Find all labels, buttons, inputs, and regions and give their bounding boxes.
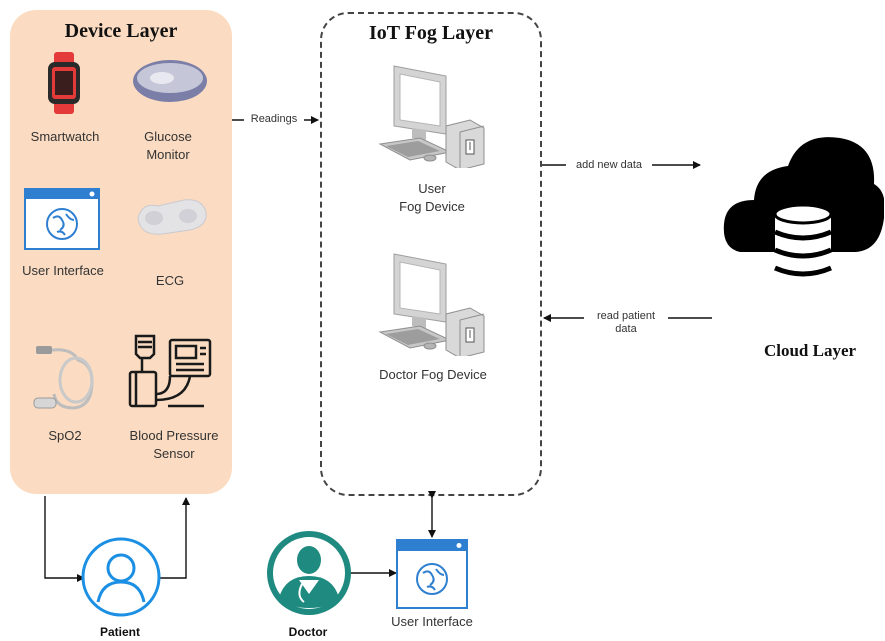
doctor-fog-device-label: Doctor Fog Device <box>379 367 487 382</box>
blood-pressure-icon <box>128 334 212 408</box>
bp-label-line1: Blood Pressure <box>129 428 219 443</box>
user-fog-line1: User <box>418 181 446 196</box>
spo2-label: SpO2 <box>48 428 82 443</box>
add-new-data-edge-label: add new data <box>566 159 652 172</box>
glucose-label-line2: Monitor <box>146 147 190 162</box>
cloud-database-icon <box>723 137 884 291</box>
doctor-icon <box>267 531 351 615</box>
spo2-sensor-icon <box>33 346 94 410</box>
patient-icon <box>81 537 161 617</box>
user-interface-bottom-label: User Interface <box>391 614 473 629</box>
user-interface-bottom-icon <box>396 539 468 609</box>
blood-pressure-label: Blood Pressure Sensor <box>118 427 230 463</box>
read-label-line1: read patient <box>596 310 656 322</box>
user-interface-label: User Interface <box>22 263 104 278</box>
glucose-monitor-icon <box>133 60 207 102</box>
bp-label-line2: Sensor <box>153 446 195 461</box>
user-fog-computer-icon <box>378 65 485 168</box>
glucose-label-line1: Glucose <box>144 129 192 144</box>
readings-edge-label: Readings <box>244 113 304 126</box>
patient-to-device-arrow <box>160 497 190 579</box>
user-fog-line2: Fog Device <box>399 199 465 214</box>
ecg-patch-icon <box>137 199 207 235</box>
user-interface-window-icon <box>24 188 100 250</box>
read-patient-data-edge-label: read patient data <box>584 310 668 336</box>
smartwatch-icon <box>48 52 80 114</box>
doctor-fog-computer-icon <box>378 253 485 356</box>
device-to-patient-arrow <box>44 496 85 582</box>
read-label-line2: data <box>615 323 637 335</box>
cloud-layer-title: Cloud Layer <box>763 341 857 360</box>
device-layer-title: Device Layer <box>64 20 178 42</box>
doctor-label: Doctor <box>288 625 328 639</box>
user-fog-device-label: User Fog Device <box>380 180 484 216</box>
ecg-label: ECG <box>155 273 185 288</box>
patient-label: Patient <box>99 625 140 639</box>
fog-layer-title: IoT Fog Layer <box>368 22 494 44</box>
glucose-monitor-label: Glucose Monitor <box>118 128 218 164</box>
smartwatch-label: Smartwatch <box>30 129 100 144</box>
